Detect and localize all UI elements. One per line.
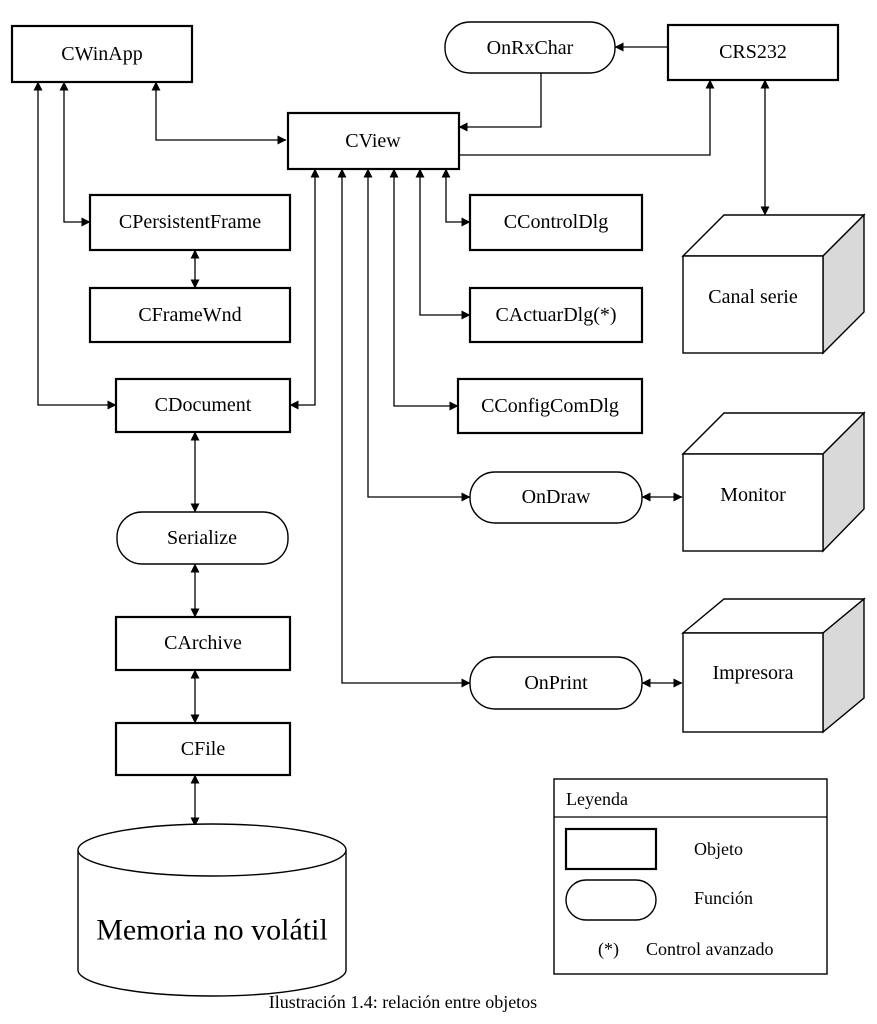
node-ccontroldlg: CControlDlg <box>468 193 644 252</box>
node-onprint: OnPrint <box>469 656 643 710</box>
node-ondraw: OnDraw <box>469 471 643 524</box>
node-label: CArchive <box>164 632 242 654</box>
node-crs232: CRS232 <box>666 23 840 82</box>
storage-label: Memoria no volátil <box>96 914 328 947</box>
node-cactuardlg: CActuarDlg(*) <box>468 286 644 344</box>
legend: Leyenda Objeto Función (*) Control avanz… <box>553 778 828 975</box>
node-label: CControlDlg <box>504 211 608 233</box>
node-label: CView <box>345 130 401 152</box>
edge-cwinapp-cdocument <box>33 81 117 410</box>
legend-advanced-label: Control avanzado <box>646 939 773 959</box>
node-cwinapp: CWinApp <box>10 24 194 84</box>
legend-object-label: Objeto <box>694 839 743 859</box>
node-label: CActuarDlg(*) <box>495 304 616 326</box>
node-cframewnd: CFrameWnd <box>88 286 292 344</box>
node-label: Serialize <box>167 527 237 549</box>
node-cconfigcomdlg: CConfigComDlg <box>456 377 644 435</box>
device-canal-serie: Canal serie <box>681 213 866 355</box>
storage-memoria: Memoria no volátil <box>77 823 347 997</box>
legend-function-label: Función <box>694 888 753 908</box>
legend-title: Leyenda <box>566 789 628 809</box>
node-label: CRS232 <box>719 41 787 63</box>
node-label: OnDraw <box>522 486 591 508</box>
node-cview: CView <box>286 111 461 171</box>
node-label: OnRxChar <box>487 37 574 59</box>
device-label: Impresora <box>712 662 793 684</box>
figure-caption: Ilustración 1.4: relación entre objetos <box>269 992 537 1012</box>
legend-object-swatch <box>564 827 658 871</box>
edge-cwinapp-cview <box>151 81 287 145</box>
edge-cview-cdocument <box>289 168 320 410</box>
node-label: CFile <box>181 738 226 760</box>
legend-function-swatch <box>565 879 657 921</box>
node-cdocument: CDocument <box>114 377 292 434</box>
node-carchive: CArchive <box>114 615 292 672</box>
edge-cview-ccontroldlg <box>441 168 471 227</box>
edge-onrxchar-cview <box>458 73 542 132</box>
node-label: CConfigComDlg <box>481 395 619 417</box>
edge-cview-cactuardlg <box>415 168 471 320</box>
legend-asterisk: (*) <box>598 939 619 960</box>
device-impresora: Impresora <box>681 597 866 734</box>
node-label: CWinApp <box>61 43 142 65</box>
edge-cview-onprint <box>337 168 471 688</box>
device-monitor: Monitor <box>681 411 866 553</box>
node-label: CFrameWnd <box>138 304 241 326</box>
edge-cview-crs232 <box>459 79 715 156</box>
device-label: Canal serie <box>708 286 798 308</box>
edge-cview-cconfigcomdlg <box>389 168 459 411</box>
edge-cview-ondraw <box>363 168 471 502</box>
node-label: CPersistentFrame <box>119 211 261 233</box>
node-onrxchar: OnRxChar <box>444 21 616 74</box>
node-label: CDocument <box>155 394 252 416</box>
node-label: OnPrint <box>524 672 588 694</box>
connectors <box>33 42 770 827</box>
edge-cwinapp-cpersistentframe <box>59 81 91 227</box>
device-label: Monitor <box>720 484 786 506</box>
node-serialize: Serialize <box>116 511 289 565</box>
node-cfile: CFile <box>114 721 292 777</box>
node-cpersistentframe: CPersistentFrame <box>88 193 292 252</box>
